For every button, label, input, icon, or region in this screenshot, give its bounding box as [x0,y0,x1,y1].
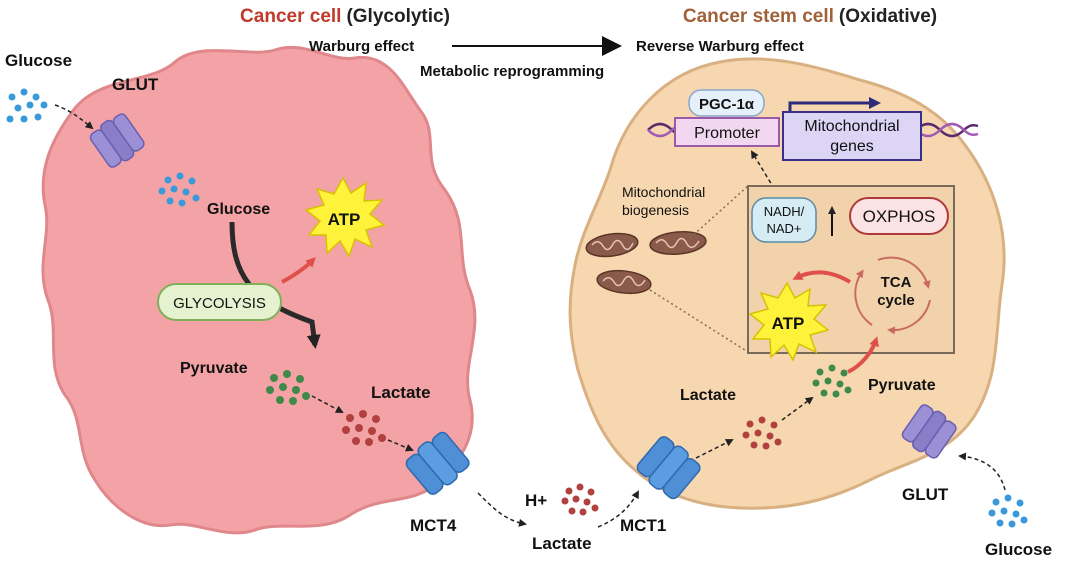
lactate-dots-right [742,416,782,450]
lactate-left-label: Lactate [371,383,431,402]
promoter-box [674,117,780,147]
glycolysis-label: GLYCOLYSIS [173,295,266,312]
mitochondrion-2 [649,231,707,255]
pyruvate-to-tca-arrow [847,336,879,374]
glut-left-label: GLUT [112,75,159,94]
pgc-label: PGC-1α [699,96,755,113]
glucose-entry-arrow [54,104,94,130]
pgc-box [688,89,765,117]
glut-right-label: GLUT [902,485,949,504]
glycolysis-pill [157,283,282,321]
mct4-label: MCT4 [410,516,457,535]
lactate-between-label: Lactate [532,534,592,553]
tca-to-atp-arrow [792,270,852,284]
glut-transporter-right [901,404,957,459]
pyruvate-left-label: Pyruvate [180,360,248,377]
lactate-to-mct4-arrow [387,439,414,452]
mito-genes-line1: Mitochondrial [804,118,899,135]
nadh-line2: NAD+ [766,221,801,236]
lactate-to-pyruvate-arrow [781,396,814,421]
glucose-dots-right [988,494,1028,528]
glycolysis-to-atp-arrow [281,257,316,284]
mct1-label: MCT1 [620,516,666,535]
promoter-label: Promoter [694,125,760,142]
mito-genes-box [782,111,922,161]
oxphos-label: OXPHOS [863,207,936,226]
transcription-arrow [788,97,881,112]
oxphos-box [849,197,949,235]
nadh-line1: NADH/ [764,204,805,219]
pyruvate-dots-left [266,370,310,405]
lactate-dots-between [561,483,599,516]
left-title-colored: Cancer cell [240,6,341,27]
warburg-label: Warburg effect [309,38,414,55]
mct4-to-lactate-arrow [477,492,527,527]
mitochondrion-1 [585,232,639,258]
glucose-inside-label: Glucose [207,201,270,218]
pyruvate-dots-right [812,364,852,398]
nadh-box [751,197,817,243]
pyruvate-right-label: Pyruvate [868,377,936,394]
right-title-rest: (Oxidative) [839,6,937,27]
mitochondrion-3 [596,269,652,295]
glucose-dots-outside [6,88,48,123]
atp-left-label: ATP [328,210,361,229]
pyruvate-to-lactate-arrow [311,395,344,413]
glucose-right-label: Glucose [985,540,1052,559]
zoom-line-bottom [649,289,749,353]
lactate-right-label: Lactate [680,387,736,404]
atp-star-right [748,281,830,362]
lactate-to-mct1-arrow [597,490,639,528]
glucose-outside-label: Glucose [5,51,72,70]
mct4-transporter [405,431,470,495]
right-cell-title: Cancer stem cell(Oxidative) [683,6,937,27]
glut-transporter-left [89,113,145,168]
glucose-to-glut-arrow [958,452,1006,491]
tca-cycle-arrows [854,256,931,335]
atp-right-label: ATP [772,314,805,333]
reverse-warburg-label: Reverse Warburg effect [636,38,804,55]
right-title-colored: Cancer stem cell [683,6,834,27]
mito-biogenesis-line2: biogenesis [622,202,689,218]
hplus-label: H+ [525,491,547,510]
atp-star-left [304,176,386,258]
mito-genes-line2: genes [830,138,874,155]
mito-biogenesis-line1: Mitochondrial [622,184,705,200]
left-cell-title: Cancer cell(Glycolytic) [240,6,450,27]
glucose-dots-inside [158,172,200,207]
left-title-rest: (Glycolytic) [346,6,449,27]
metabolic-reprogramming-label: Metabolic reprogramming [420,63,604,80]
mct1-transporter [636,436,701,500]
tca-line1: TCA [881,274,912,291]
tca-line2: cycle [877,292,915,309]
lactate-dots-left [342,410,386,446]
